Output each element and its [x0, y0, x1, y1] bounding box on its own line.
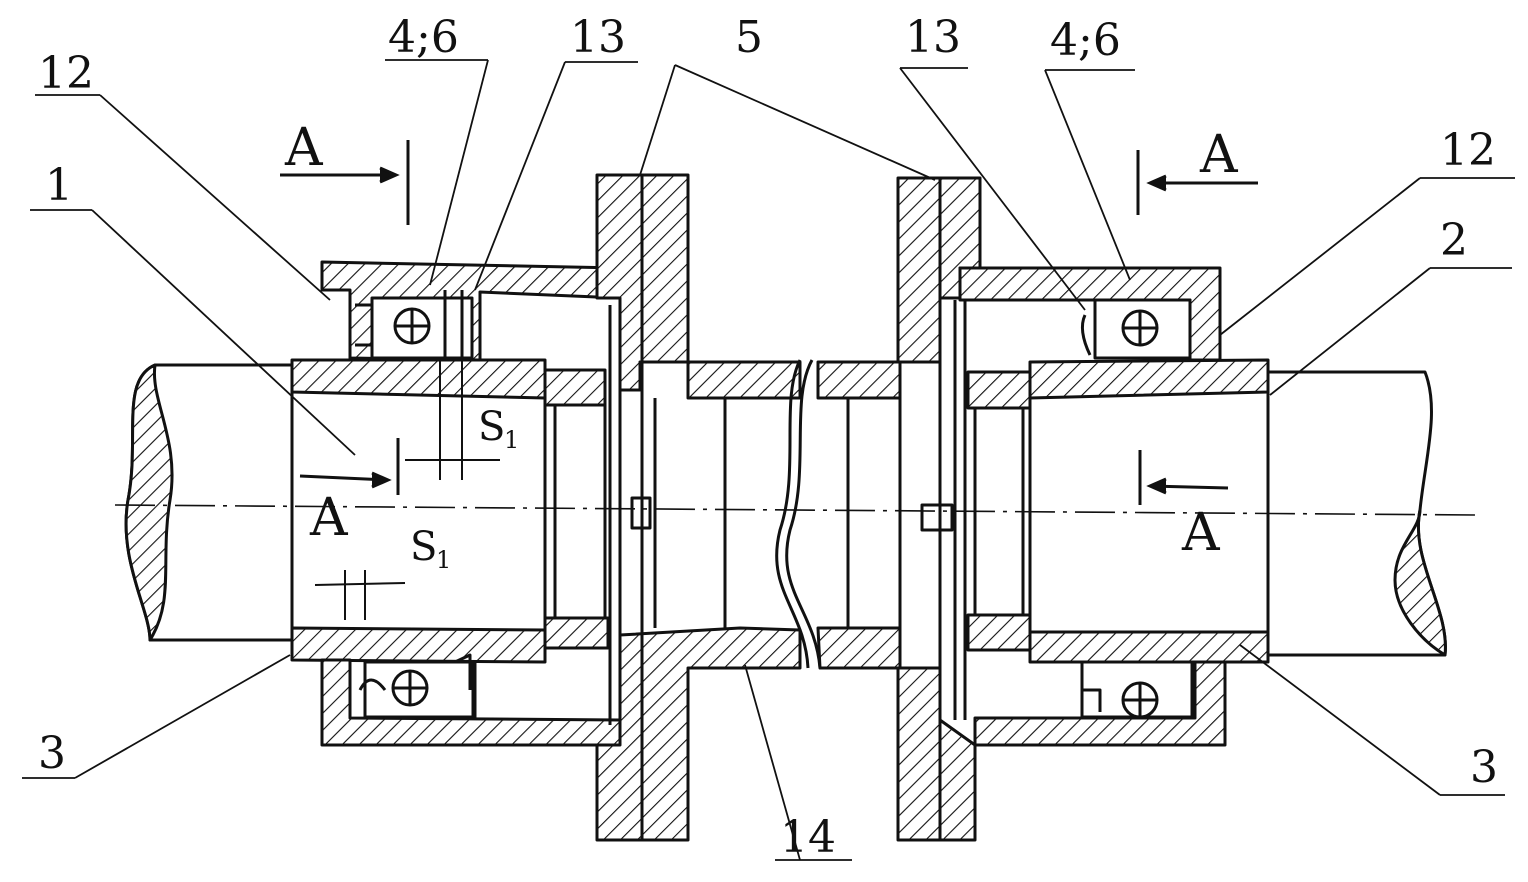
label-part-13-left: 13 — [570, 12, 626, 63]
label-part-3-right: 3 — [1470, 742, 1498, 793]
label-part-2: 2 — [1440, 215, 1468, 266]
shaft-right — [1268, 370, 1447, 657]
hub-right — [1028, 358, 1270, 664]
label-part-4-6-right: 4;6 — [1050, 15, 1121, 66]
centerline — [114, 504, 1476, 516]
shaft-left — [124, 363, 292, 642]
break-line — [785, 359, 822, 669]
section-a-mid-right: A — [1181, 503, 1221, 563]
svg-text:S: S — [478, 404, 505, 450]
section-a-mid-left: A — [309, 488, 349, 548]
label-part-1: 1 — [45, 160, 73, 211]
gap-s1-upper: S 1 — [478, 404, 519, 454]
label-part-12-left: 12 — [38, 48, 94, 99]
label-part-3-left: 3 — [38, 728, 66, 779]
section-a-top-right: A — [1199, 125, 1239, 185]
label-part-12-right: 12 — [1440, 125, 1496, 176]
label-part-4-6-left: 4;6 — [388, 12, 459, 63]
svg-text:S: S — [410, 524, 437, 570]
gap-s1-lower: S 1 — [410, 524, 451, 574]
section-a-top-left: A — [284, 118, 324, 178]
flange-right — [896, 176, 982, 842]
label-part-14: 14 — [780, 812, 836, 863]
sleeve-left — [653, 360, 802, 628]
bearing-left-upper — [355, 290, 474, 360]
svg-text:1: 1 — [436, 546, 451, 574]
bearing-left-lower — [358, 653, 475, 719]
bearing-right-lower — [1080, 660, 1194, 719]
ring-left — [543, 305, 652, 725]
flange-left — [595, 173, 802, 842]
bearing-right-upper — [1080, 298, 1192, 360]
label-part-13-right: 13 — [905, 12, 961, 63]
sleeve-right — [816, 360, 902, 670]
label-part-5: 5 — [735, 12, 763, 63]
svg-text:1: 1 — [504, 426, 519, 454]
